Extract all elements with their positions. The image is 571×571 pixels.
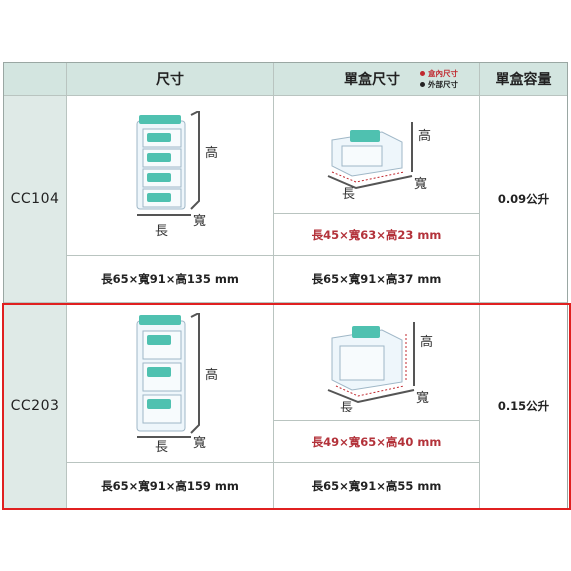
svg-text:高: 高: [205, 367, 218, 383]
single-box-large-icon: 高 長 寬: [327, 321, 433, 412]
svg-text:長: 長: [155, 440, 168, 453]
svg-text:高: 高: [205, 145, 218, 161]
svg-text:寬: 寬: [414, 176, 427, 192]
svg-text:寬: 寬: [416, 390, 429, 406]
box-diagram-cc203: 高 長 寬: [274, 303, 480, 421]
single-box-small-icon: 高 長 寬: [327, 121, 431, 200]
svg-text:高: 高: [420, 334, 433, 350]
box-diagram-cc104: 高 長 寬: [274, 96, 480, 214]
overall-size-cc104: 長65×寬91×高135 mm: [67, 256, 274, 303]
outer-dot-icon: [420, 82, 425, 87]
capacity-cc203: 0.15公升: [497, 398, 550, 413]
svg-text:長: 長: [340, 401, 353, 412]
svg-text:長: 長: [155, 224, 168, 239]
svg-text:長: 長: [342, 187, 355, 200]
overall-diagram-cc203: 高 長 寬: [67, 303, 274, 463]
overall-size-cc203: 長65×寬91×高159 mm: [67, 463, 274, 508]
inner-size-cc104: 長45×寬63×高23 mm: [274, 214, 480, 256]
svg-text:寬: 寬: [193, 213, 206, 229]
stacked-drawer-3-icon: 高 長 寬: [136, 312, 218, 453]
stacked-drawer-4-icon: 高 長 寬: [136, 110, 218, 239]
outer-size-cc104: 長65×寬91×高37 mm: [274, 256, 480, 303]
svg-text:高: 高: [418, 128, 431, 144]
header-single-box-size: 單盒尺寸 盒內尺寸 外部尺寸: [274, 63, 480, 96]
spec-table: 尺寸 單盒尺寸 盒內尺寸 外部尺寸 單盒容量 CC104: [3, 62, 568, 509]
size-legend: 盒內尺寸 外部尺寸: [420, 68, 458, 90]
inner-size-cc203: 長49×寬65×高40 mm: [274, 421, 480, 463]
capacity-cc104: 0.09公升: [480, 96, 567, 303]
header-corner: [4, 63, 67, 96]
outer-size-cc203: 長65×寬91×高55 mm: [274, 463, 480, 508]
model-cc203: CC203: [4, 303, 67, 508]
header-size: 尺寸: [67, 63, 274, 96]
inner-dot-icon: [420, 71, 425, 76]
svg-text:寬: 寬: [193, 435, 206, 451]
header-capacity: 單盒容量: [480, 63, 567, 96]
model-cc104: CC104: [4, 96, 67, 303]
overall-diagram-cc104: 高 長 寬: [67, 96, 274, 256]
